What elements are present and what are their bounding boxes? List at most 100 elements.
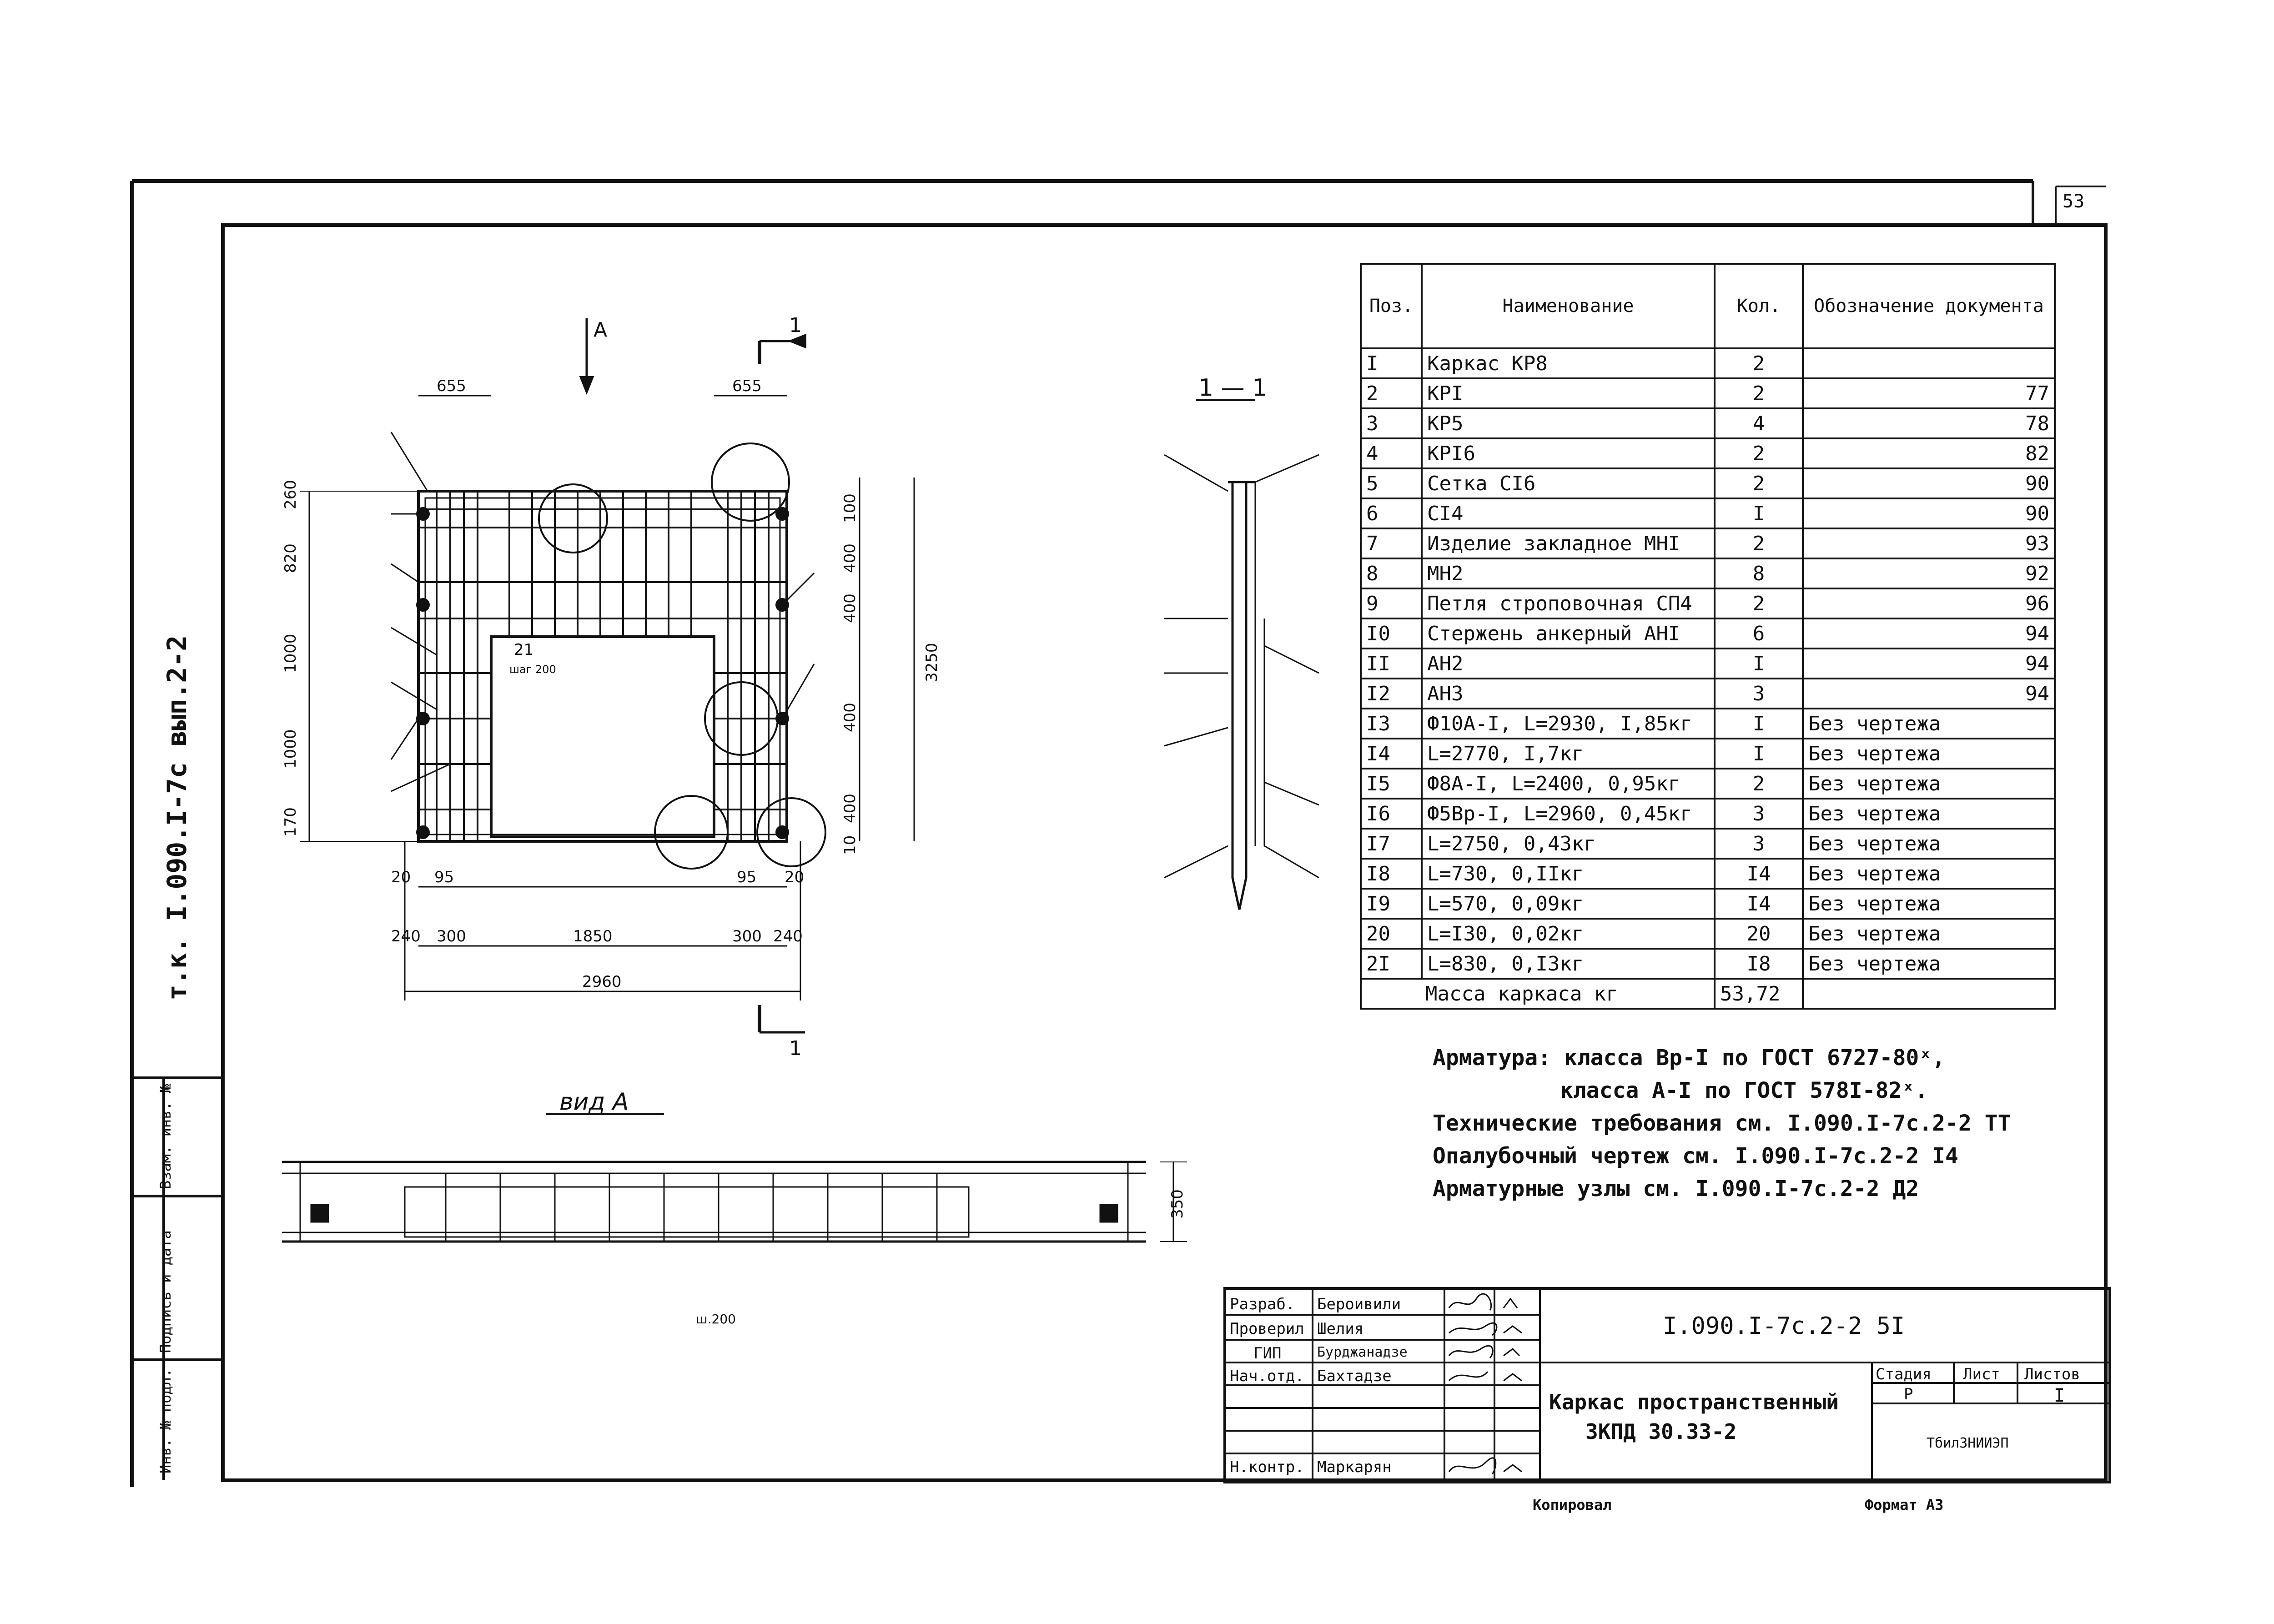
spec-cell-doc: 90 — [1802, 468, 2056, 499]
spec-cell-name: Ф10А-I, L=2930, I,85кг — [1421, 708, 1716, 739]
stamp-stage: Р — [1904, 1385, 1913, 1403]
spec-cell-pos: I2 — [1360, 678, 1423, 709]
stamp-code: I.090.I-7с.2-2 5I — [1663, 1312, 1905, 1340]
spec-total-empty — [1802, 978, 2056, 1010]
plan-dim-1850: 1850 — [573, 927, 613, 945]
spec-cell-qty: 2 — [1714, 528, 1804, 559]
side-field-inv: Инв. № подл. — [157, 1368, 174, 1473]
spec-cell-name: L=730, 0,IIкг — [1421, 858, 1716, 890]
view-a-title: вид А — [559, 1088, 629, 1116]
spec-cell-doc: 78 — [1802, 407, 2056, 439]
plan-dim-right-400b: 400 — [841, 593, 859, 623]
spec-header-qty: Кол. — [1714, 263, 1804, 349]
stamp-name-checker: Шелия — [1317, 1320, 1364, 1338]
stamp-role-checker: Проверил — [1230, 1320, 1304, 1338]
note-2: класса А-I по ГОСТ 578I-82ˣ. — [1560, 1078, 1928, 1103]
title-block-grid — [1226, 1290, 2108, 1481]
plan-dim-300b: 300 — [732, 927, 762, 945]
plan-dim-bottom-95a: 95 — [434, 868, 454, 886]
plan-dim-left-820: 820 — [282, 543, 300, 573]
plan-dim-240a: 240 — [391, 927, 421, 945]
spec-cell-qty: 8 — [1714, 558, 1804, 589]
footer-format: Формат А3 — [1865, 1496, 1944, 1513]
spec-cell-name: L=2770, I,7кг — [1421, 738, 1716, 769]
spec-cell-qty: 6 — [1714, 618, 1804, 649]
spec-cell-doc: Без чертежа — [1802, 798, 2056, 830]
spec-cell-qty: 2 — [1714, 347, 1804, 379]
section-drawing: 1 — 1 — [1164, 374, 1319, 910]
stamp-role-head: Нач.отд. — [1230, 1367, 1304, 1385]
side-field-sign: Подпись и дата — [157, 1230, 174, 1353]
spec-cell-name: СI4 — [1421, 498, 1716, 529]
note-3: Технические требования см. I.090.I-7с.2-… — [1433, 1111, 2011, 1136]
spec-cell-pos: 2 — [1360, 377, 1423, 409]
sheet-number: 53 — [2063, 191, 2085, 212]
spec-cell-qty: 3 — [1714, 828, 1804, 860]
spec-cell-doc: Без чертежа — [1802, 738, 2056, 769]
spec-cell-pos: I3 — [1360, 708, 1423, 739]
spec-cell-name: L=2750, 0,43кг — [1421, 828, 1716, 860]
plan-dim-left-1000b: 1000 — [282, 729, 300, 769]
note-4: Опалубочный чертеж см. I.090.I-7с.2-2 I4 — [1433, 1143, 1958, 1169]
section-title: 1 — 1 — [1198, 374, 1267, 402]
spec-cell-pos: II — [1360, 648, 1423, 679]
view-a-drawing: вид А 350 ш.200 — [282, 1088, 1187, 1327]
spec-cell-doc: 92 — [1802, 558, 2056, 589]
spec-total-label: Масса каркаса кг — [1360, 978, 1716, 1010]
spec-cell-pos: 2I — [1360, 948, 1423, 980]
stamp-role-gip: ГИП — [1253, 1344, 1282, 1363]
stamp-title-line2: ЗКПД 30.33-2 — [1585, 1419, 1737, 1444]
stamp-org: ТбилЗНИИЭП — [1927, 1435, 2009, 1451]
spec-cell-name: L=830, 0,I3кг — [1421, 948, 1716, 980]
plan-dim-300a: 300 — [437, 927, 466, 945]
plan-step-label: 21 — [514, 641, 533, 659]
stamp-name-head: Бахтадзе — [1317, 1367, 1392, 1385]
spec-cell-pos: I7 — [1360, 828, 1423, 860]
view-a-height-dim: 350 — [1168, 1189, 1187, 1219]
spec-cell-qty: 2 — [1714, 468, 1804, 499]
view-a-step: ш.200 — [696, 1312, 736, 1327]
spec-cell-name: МН2 — [1421, 558, 1716, 589]
stamp-name-developer: Бероивили — [1317, 1295, 1401, 1313]
side-code: т.к. I.090.I-7с вып.2-2 — [161, 635, 192, 1001]
plan-dim-total: 2960 — [582, 973, 622, 991]
footer-copied: Копировал — [1533, 1496, 1612, 1513]
spec-cell-pos: I8 — [1360, 858, 1423, 890]
notes-block: Арматура: класса Вр-I по ГОСТ 6727-80ˣ, … — [1433, 1041, 2011, 1205]
stamp-sheets: I — [2054, 1385, 2065, 1406]
spec-cell-qty: 2 — [1714, 437, 1804, 469]
plan-dim-right-400c: 400 — [841, 703, 859, 732]
spec-cell-doc: 93 — [1802, 528, 2056, 559]
spec-cell-pos: 3 — [1360, 407, 1423, 439]
spec-cell-doc: Без чертежа — [1802, 708, 2056, 739]
stamp-sheet-header: Лист — [1963, 1365, 2000, 1383]
spec-cell-name: АН2 — [1421, 648, 1716, 679]
plan-dim-right-400d: 400 — [841, 794, 859, 823]
plan-view-arrow-label: A — [594, 318, 607, 342]
spec-cell-pos: 5 — [1360, 468, 1423, 499]
spec-cell-qty: 20 — [1714, 918, 1804, 950]
signatures — [1448, 1293, 1522, 1475]
spec-cell-pos: 7 — [1360, 528, 1423, 559]
title-block: Разраб. Проверил ГИП Нач.отд. Н.контр. Б… — [1223, 1287, 2111, 1483]
spec-cell-doc: 90 — [1802, 498, 2056, 529]
stamp-name-gip: Бурджанадзе — [1317, 1344, 1408, 1360]
spec-cell-doc: 94 — [1802, 648, 2056, 679]
spec-cell-qty: 2 — [1714, 377, 1804, 409]
plan-dim-top-left: 655 — [437, 377, 466, 395]
stamp-role-developer: Разраб. — [1230, 1295, 1295, 1313]
plan-dim-bottom-95b: 95 — [737, 868, 756, 886]
spec-cell-name: КРI6 — [1421, 437, 1716, 469]
